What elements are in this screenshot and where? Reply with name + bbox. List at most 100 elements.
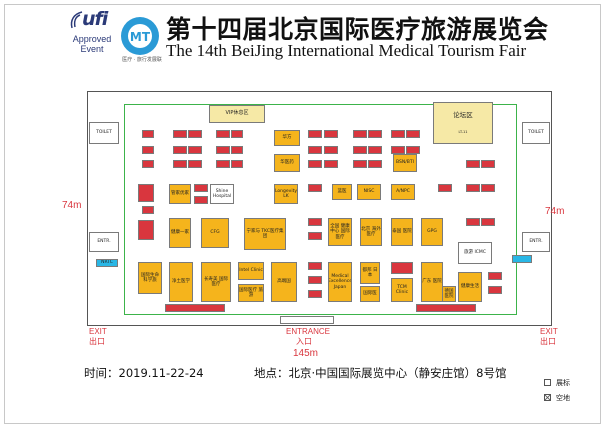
booth-low-13-label: 德国 医院 — [444, 288, 454, 299]
fair-logo-caption: 医疗 · 旅行发展联 — [122, 57, 162, 63]
legend-label-2: 空地 — [556, 394, 570, 402]
booth-r48 — [308, 276, 322, 284]
booth-r13 — [308, 146, 322, 154]
entrance-label-en: ENTRANCE — [286, 327, 331, 336]
booth-r26 — [173, 160, 187, 168]
booth-r49 — [308, 290, 322, 298]
booth-low-3: 长寿美 国际医疗 — [201, 262, 231, 302]
booth-big-2-label: CFG — [210, 230, 220, 236]
booth-top-2-label: 华医药 — [280, 160, 294, 166]
dimension-right: 74m — [545, 206, 565, 217]
booth-r47 — [308, 262, 322, 270]
booth-big-2: CFG — [201, 218, 229, 248]
booth-low-7: 都邦 日本 — [360, 262, 380, 284]
booth-r37 — [466, 184, 480, 192]
booth-mid-6: A/NPC — [391, 184, 415, 200]
left-room-toilet: TOILET — [89, 122, 119, 144]
booth-low-7-label: 都邦 日本 — [362, 267, 378, 278]
booth-r17 — [353, 146, 367, 154]
booth-big-1: 健康一家 — [169, 218, 191, 248]
booth-r31 — [324, 160, 338, 168]
ufi-swirl-icon — [70, 11, 83, 29]
booth-r43 — [308, 218, 322, 226]
exit-right-cn: 出口 — [540, 337, 556, 346]
booth-big-4: 全国 健康中心 国际医疗 — [328, 218, 352, 246]
booth-big-6-label: 泰国 医院 — [392, 229, 412, 235]
booth-mid-1: 管家优家 — [169, 184, 191, 204]
booth-r20 — [406, 130, 420, 138]
booth-r11 — [308, 130, 322, 138]
booth-mid-6-label: A/NPC — [396, 189, 410, 195]
page-frame — [4, 4, 601, 424]
right-info-desk — [512, 255, 532, 263]
event-time: 时间：2019.11-22-24 — [84, 366, 204, 380]
booth-mid-1-label: 管家优家 — [171, 191, 189, 197]
legend-label-1: 展标 — [556, 379, 570, 387]
right-room-toilet: TOILET — [522, 122, 550, 144]
legend-swatch-2 — [544, 394, 551, 401]
exit-left-cn: 出口 — [89, 337, 105, 346]
booth-r29 — [231, 160, 243, 168]
booth-r25 — [142, 160, 154, 168]
booth-r2 — [142, 146, 154, 154]
booth-big-3: 宁家与 TKC医疗集团 — [244, 218, 286, 250]
booth-low-4: Intel Clinic — [238, 262, 264, 280]
booth-low-8: 国际医 — [360, 286, 380, 302]
booth-r33 — [368, 160, 382, 168]
green-walkway-bottom — [124, 314, 517, 315]
booth-r21 — [391, 146, 405, 154]
booth-r52 — [488, 286, 502, 294]
booth-r36 — [438, 184, 452, 192]
booth-big-1-label: 健康一家 — [171, 230, 189, 236]
booth-low-2-label: 净土医学 — [172, 279, 190, 285]
booth-low-13: 德国 医院 — [442, 286, 456, 302]
title-english: The 14th BeiJing International Medical T… — [166, 41, 527, 60]
event-venue: 地点：北京·中国国际展览中心（静安庄馆）8号馆 — [254, 366, 507, 380]
legend-swatch-1 — [544, 379, 551, 386]
right-room-gate: ENTR. — [522, 232, 550, 252]
booth-low-1-label: 国际生命 科学旅 — [141, 272, 159, 283]
booth-low-2: 净土医学 — [169, 262, 193, 302]
booth-low-5-label: 高端国 — [277, 279, 291, 285]
booth-r28 — [216, 160, 230, 168]
booth-big-4-label: 全国 健康中心 国际医疗 — [330, 224, 350, 240]
booth-big-5-label: 北京 海外医疗 — [361, 226, 381, 237]
booth-r53 — [165, 304, 225, 312]
booth-top-1: 华方 — [274, 130, 300, 146]
booth-r19 — [391, 130, 405, 138]
booth-r12 — [324, 130, 338, 138]
booth-mid-2-label: Shine Hospital — [212, 188, 232, 199]
fair-logo-icon: MT — [123, 19, 157, 53]
booth-low-3-label: 长寿美 国际医疗 — [204, 276, 228, 287]
booth-mid-4-label: 蓝医 — [337, 189, 347, 195]
booth-r23 — [466, 160, 480, 168]
exit-left-en: EXIT — [89, 327, 107, 336]
booth-low-10-label: 广东 医院 — [422, 279, 442, 285]
booth-low-12-label: 国际医疗 旅游 — [239, 287, 263, 298]
booth-big-6: 泰国 医院 — [391, 218, 413, 246]
left-room-toilet-label: TOILET — [96, 130, 112, 136]
green-walkway-left — [124, 104, 125, 314]
vip-lounge: VIP休息区 — [209, 105, 265, 123]
exhibition-hall: TOILET ENTR. NRTC TOILET ENTR. VIP休息区 论坛… — [87, 91, 552, 326]
booth-r40 — [142, 206, 154, 214]
booth-r7 — [216, 130, 230, 138]
booth-mid-5: NISC — [357, 184, 381, 200]
booth-r51 — [488, 272, 502, 280]
booth-mid-2: Shine Hospital — [210, 184, 234, 204]
booth-low-1: 国际生命 科学旅 — [138, 262, 162, 294]
left-info-desk-label: NRTC — [101, 260, 113, 266]
booth-low-11: 健康生活 — [458, 272, 482, 302]
booth-r35 — [194, 184, 208, 192]
left-info-desk: NRTC — [96, 259, 118, 267]
right-room-toilet-label: TOILET — [528, 130, 544, 136]
booth-r6 — [188, 146, 202, 154]
booth-big-7-label: GPG — [427, 229, 437, 235]
fair-logo: MT — [121, 17, 159, 55]
booth-mid-4: 蓝医 — [332, 184, 352, 200]
green-walkway-top — [124, 104, 516, 105]
booth-low-9-label: TCM Clinic — [395, 284, 409, 295]
right-room-gate-label: ENTR. — [529, 239, 543, 245]
vip-lounge-label: VIP休息区 — [225, 110, 249, 117]
booth-r8 — [216, 146, 230, 154]
